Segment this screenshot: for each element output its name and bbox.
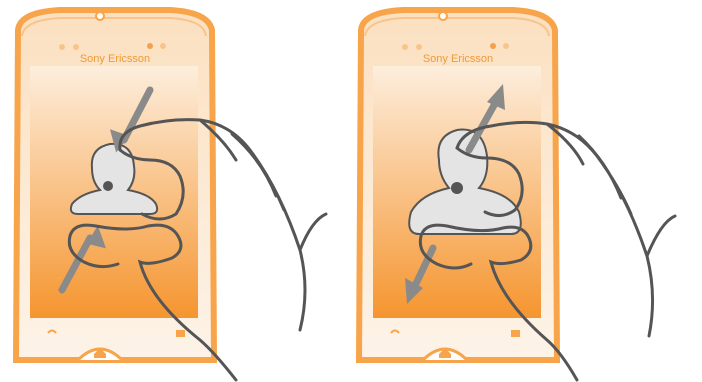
camera-dot xyxy=(490,43,496,49)
brand-logo: Sony Ericsson xyxy=(423,53,493,65)
phone-top-button xyxy=(439,12,447,20)
figure-center-dot xyxy=(103,181,113,191)
pinch-in-illustration: Sony Ericsson xyxy=(0,0,351,382)
sensor-dot xyxy=(59,44,65,50)
sensor-dot xyxy=(73,44,79,50)
menu-key-icon[interactable] xyxy=(511,330,520,337)
figure-center-dot xyxy=(451,182,463,194)
camera-dot xyxy=(147,43,153,49)
pinch-out-svg: Sony Ericsson xyxy=(351,0,702,382)
brand-logo: Sony Ericsson xyxy=(80,53,150,65)
menu-key-icon[interactable] xyxy=(176,330,185,337)
pinch-in-svg: Sony Ericsson xyxy=(0,0,351,382)
sensor-dot xyxy=(160,43,166,49)
sensor-dot xyxy=(416,44,422,50)
phone-top-button xyxy=(96,12,104,20)
pinch-out-illustration: Sony Ericsson xyxy=(351,0,702,382)
sensor-dot xyxy=(503,43,509,49)
sensor-dot xyxy=(402,44,408,50)
